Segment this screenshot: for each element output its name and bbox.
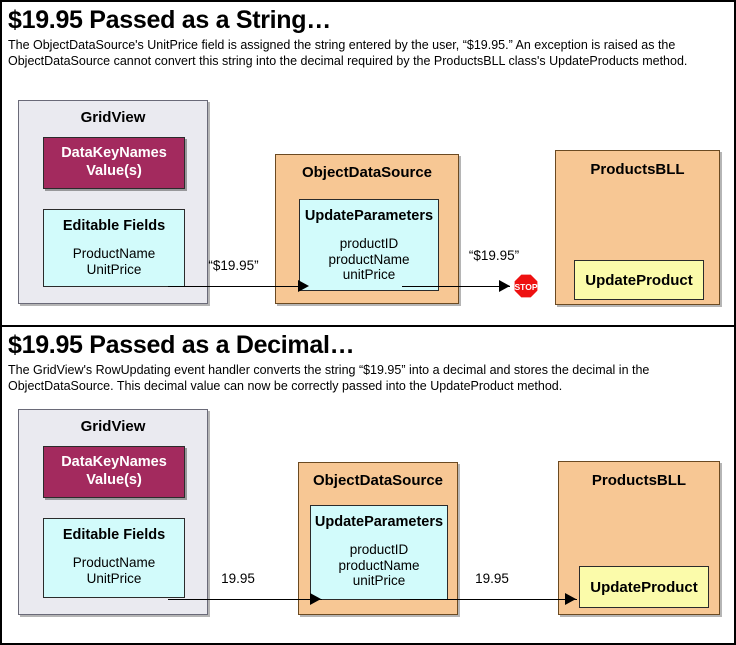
section-2-description: The GridView's RowUpdating event handler… (8, 363, 650, 393)
arrowhead-ods-1 (298, 280, 309, 292)
section-1-description: The ObjectDataSource's UnitPrice field i… (8, 38, 688, 68)
section-2-title: $19.95 Passed as a Decimal… (8, 331, 355, 359)
edge-label-gridview-ods-2: 19.95 (221, 571, 255, 586)
arrowhead-bll-2 (565, 593, 576, 605)
datakeynames-box-2: DataKeyNames Value(s) (43, 446, 185, 498)
updateparameters-list-2: productID productName unitPrice (338, 542, 420, 588)
editable-fields-title-2: Editable Fields (62, 527, 166, 543)
objectdatasource-title-2: ObjectDataSource (312, 472, 444, 489)
edge-gridview-to-ods-1 (168, 286, 299, 287)
gridview-title-1: GridView (80, 109, 146, 126)
edge-ods-to-bll-2 (400, 599, 577, 600)
objectdatasource-box-2: ObjectDataSource UpdateParameters produc… (298, 462, 458, 615)
section-string: $19.95 Passed as a String… The ObjectDat… (2, 2, 734, 325)
editable-fields-box-2: Editable Fields ProductName UnitPrice (43, 518, 185, 598)
productsbll-title-1: ProductsBLL (590, 161, 685, 178)
updateparameters-box-2: UpdateParameters productID productName u… (310, 505, 448, 600)
arrowhead-stop-1 (499, 280, 510, 292)
edge-gridview-to-ods-2 (168, 599, 322, 600)
updateproduct-label-1: UpdateProduct (585, 272, 693, 289)
edge-label-ods-bll-2: 19.95 (475, 571, 509, 586)
productsbll-box-2: ProductsBLL UpdateProduct (558, 461, 720, 615)
updateproduct-box-1: UpdateProduct (574, 260, 704, 300)
updateparameters-box-1: UpdateParameters productID productName u… (299, 199, 439, 291)
editable-fields-list-2: ProductName UnitPrice (72, 555, 156, 586)
gridview-box-2: GridView DataKeyNames Value(s) Editable … (18, 409, 208, 615)
datakeynames-box-1: DataKeyNames Value(s) (43, 137, 185, 189)
datakeynames-line2-1: Value(s) (86, 163, 142, 179)
productsbll-title-2: ProductsBLL (591, 472, 687, 489)
updateparameters-title-1: UpdateParameters (304, 208, 434, 224)
objectdatasource-box-1: ObjectDataSource UpdateParameters produc… (275, 154, 459, 304)
updateparameters-list-1: productID productName unitPrice (328, 236, 410, 282)
editable-fields-box-1: Editable Fields ProductName UnitPrice (43, 209, 185, 287)
gridview-box-1: GridView DataKeyNames Value(s) Editable … (18, 100, 208, 304)
section-1-title: $19.95 Passed as a String… (8, 6, 331, 34)
section-divider (2, 325, 734, 327)
gridview-title-2: GridView (80, 418, 146, 435)
editable-fields-list-1: ProductName UnitPrice (72, 246, 156, 277)
edge-label-ods-stop-1: “$19.95” (468, 248, 520, 263)
edge-label-gridview-ods-1: “$19.95” (208, 258, 259, 273)
stop-sign-icon: STOP (513, 273, 539, 299)
datakeynames-line2-2: Value(s) (86, 472, 142, 488)
objectdatasource-title-1: ObjectDataSource (301, 164, 433, 181)
updateproduct-box-2: UpdateProduct (579, 566, 709, 608)
productsbll-box-1: ProductsBLL UpdateProduct (555, 150, 720, 305)
updateproduct-label-2: UpdateProduct (590, 579, 698, 596)
section-decimal: $19.95 Passed as a Decimal… The GridView… (2, 327, 734, 643)
arrowhead-ods-2 (310, 593, 321, 605)
updateparameters-title-2: UpdateParameters (314, 514, 444, 530)
editable-fields-title-1: Editable Fields (62, 218, 166, 234)
edge-ods-to-stop-1 (402, 286, 510, 287)
datakeynames-line1-1: DataKeyNames (61, 145, 167, 161)
svg-text:STOP: STOP (515, 282, 538, 292)
datakeynames-line1-2: DataKeyNames (61, 454, 167, 470)
